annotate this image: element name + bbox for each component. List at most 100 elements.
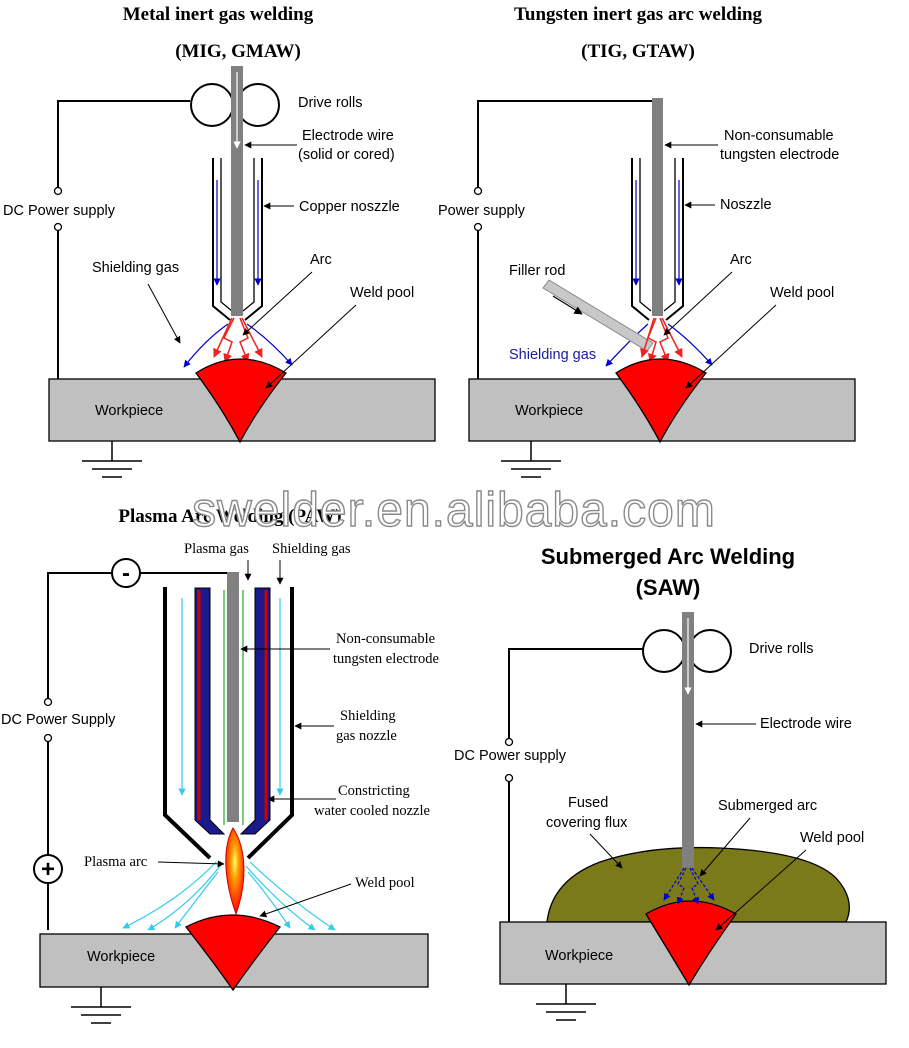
tig-tungsten-electrode <box>652 98 663 316</box>
tig-power-terminal-bottom <box>473 222 483 232</box>
tig-title: Tungsten inert gas arc welding <box>514 4 763 25</box>
paw-plasma-gas-label: Plasma gas <box>184 541 249 557</box>
tig-power-label: Power supply <box>438 203 526 219</box>
tig-power-terminal-top <box>473 186 483 196</box>
tig-weld-pool-pointer <box>685 304 777 389</box>
mig-power-terminal-top <box>53 186 63 196</box>
mig-power-terminal-bottom <box>53 222 63 232</box>
paw-panel: Plasma Arc Welding (PAW) Plasma gas Shie… <box>1 506 439 1024</box>
tig-workpiece-label: Workpiece <box>515 403 583 419</box>
saw-workpiece-label: Workpiece <box>545 948 613 964</box>
paw-minus-terminal <box>111 558 141 588</box>
saw-electrode-wire <box>682 612 694 868</box>
tig-nozzle-label: Noszzle <box>720 197 772 213</box>
tig-arc-label: Arc <box>730 252 752 268</box>
mig-drive-roll-right <box>236 83 280 127</box>
mig-title: Metal inert gas welding <box>123 4 314 25</box>
tig-power-wire-top <box>477 100 660 189</box>
paw-plasma-arc <box>225 827 245 916</box>
paw-power-terminal-bottom <box>43 733 53 743</box>
paw-workpiece-label: Workpiece <box>87 949 155 965</box>
saw-power-label: DC Power supply <box>454 748 567 764</box>
saw-subtitle: (SAW) <box>636 575 701 600</box>
saw-drive-rolls-label: Drive rolls <box>749 641 813 657</box>
tig-electrode-label-1: Non-consumable <box>724 128 834 144</box>
saw-power-terminal-bottom <box>504 773 514 783</box>
paw-constrict-label-2: water cooled nozzle <box>314 803 430 819</box>
tig-shielding-label: Shielding gas <box>509 347 596 363</box>
saw-flux-mound <box>546 846 850 923</box>
tig-gas-out-left <box>605 323 649 367</box>
mig-drive-rolls-label: Drive rolls <box>298 95 362 111</box>
tig-arc-pointer <box>663 271 733 336</box>
tig-subtitle: (TIG, GTAW) <box>581 41 695 62</box>
mig-ground-icon <box>82 441 142 478</box>
mig-arc <box>213 317 263 363</box>
saw-flux-label-2: covering flux <box>546 815 628 831</box>
saw-electrode-label: Electrode wire <box>760 716 852 732</box>
mig-shielding-pointer <box>147 283 181 344</box>
mig-power-label: DC Power supply <box>3 203 116 219</box>
paw-shielding-gas-label: Shielding gas <box>272 541 351 557</box>
saw-weld-pool-pointer <box>715 849 807 931</box>
mig-electrode-label-1: Electrode wire <box>302 128 394 144</box>
tig-weld-pool <box>615 358 707 444</box>
paw-electrode-label-1: Non-consumable <box>336 631 435 647</box>
paw-weld-pool <box>185 914 282 992</box>
paw-gas-outflow <box>122 861 336 931</box>
paw-shielding-nozzle-left <box>163 587 212 860</box>
tig-weld-pool-label: Weld pool <box>770 285 834 301</box>
tig-gas-out-right <box>667 323 713 366</box>
paw-plasma-arc-pointer <box>157 860 225 868</box>
tig-ground-icon <box>501 441 561 478</box>
saw-ground-icon <box>536 984 596 1021</box>
paw-plus-terminal <box>33 854 63 884</box>
paw-minus-sign: - <box>122 560 130 587</box>
mig-panel: Metal inert gas welding (MIG, GMAW) DC P… <box>3 4 436 478</box>
paw-constricting-nozzle-left <box>194 587 226 835</box>
paw-nozzle-label-1: Shielding <box>340 708 396 724</box>
tig-filler-feed-arrow <box>552 295 583 315</box>
saw-power-wire-top <box>508 648 662 740</box>
paw-nozzle-label-2: gas nozzle <box>336 728 397 744</box>
saw-drive-roll-left <box>642 629 686 673</box>
paw-title: Plasma Arc Welding (PAW) <box>118 506 341 527</box>
paw-constrict-label-1: Constricting <box>338 783 410 799</box>
saw-drive-roll-right <box>688 629 732 673</box>
saw-submerged-arc <box>663 867 715 905</box>
mig-workpiece-label: Workpiece <box>95 403 163 419</box>
paw-weld-pool-pointer <box>259 883 352 918</box>
saw-panel: Submerged Arc Welding (SAW) DC Power sup… <box>454 544 887 1021</box>
paw-electrode-label-2: tungsten electrode <box>333 651 439 667</box>
tig-filler-rod <box>542 279 654 352</box>
mig-nozzle-right <box>244 158 263 321</box>
paw-ground-icon <box>71 987 131 1024</box>
saw-power-terminal-top <box>504 737 514 747</box>
mig-drive-roll-left <box>190 83 234 127</box>
tig-arc <box>640 317 683 363</box>
paw-power-wire <box>47 572 112 930</box>
mig-weld-pool <box>195 358 287 444</box>
mig-arc-pointer <box>242 271 313 336</box>
mig-nozzle-left-inner <box>220 158 233 312</box>
paw-tungsten-electrode <box>227 572 239 822</box>
mig-gas-out-left <box>183 323 229 368</box>
mig-electrode-wire <box>231 66 243 316</box>
paw-power-label: DC Power Supply <box>1 712 116 728</box>
mig-nozzle-label: Copper noszzle <box>299 199 400 215</box>
tig-nozzle-left <box>631 158 650 321</box>
mig-weld-pool-pointer <box>265 304 357 389</box>
mig-nozzle-right-inner <box>242 158 255 312</box>
mig-subtitle: (MIG, GMAW) <box>175 41 301 62</box>
saw-submerged-arc-pointer <box>699 817 751 877</box>
paw-plasma-arc-label: Plasma arc <box>84 854 147 870</box>
mig-gas-out-right <box>246 323 293 366</box>
paw-power-terminal-top <box>43 697 53 707</box>
mig-nozzle-left <box>212 158 231 321</box>
paw-plus-sign: + <box>41 856 55 883</box>
tig-electrode-label-2: tungsten electrode <box>720 147 839 163</box>
mig-electrode-label-2: (solid or cored) <box>298 147 395 163</box>
tig-filler-label: Filler rod <box>509 263 565 279</box>
tig-nozzle-right <box>665 158 684 321</box>
